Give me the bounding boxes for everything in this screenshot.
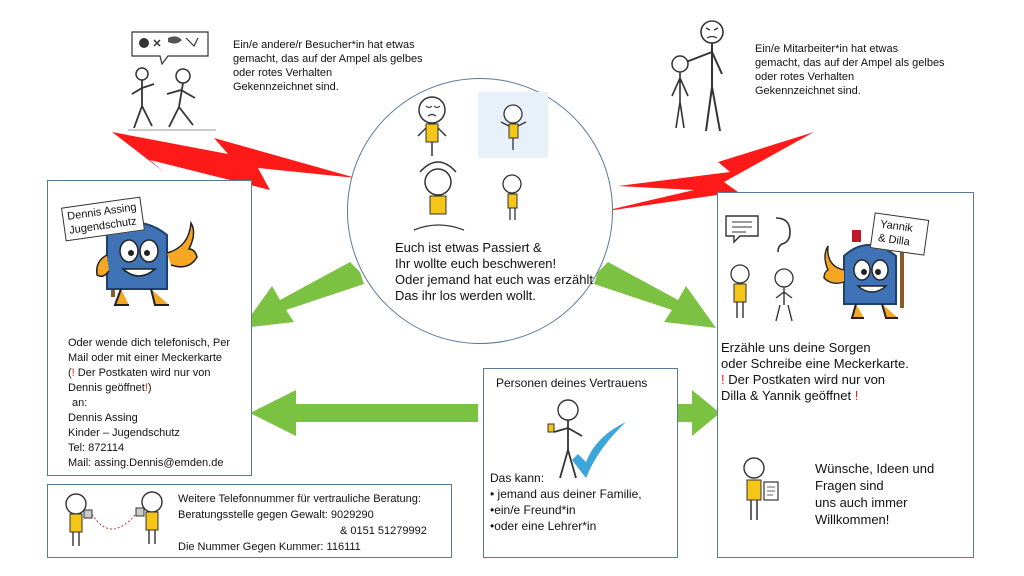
hotline-line-2: Beratungsstelle gegen Gewalt: 9029290 bbox=[178, 509, 374, 521]
contact-tel: Tel: 872114 bbox=[68, 442, 125, 454]
trust-item: • jemand aus deiner Familie, bbox=[490, 487, 642, 501]
center-line: Euch ist etwas Passiert & bbox=[395, 240, 542, 255]
center-text: Euch ist etwas Passiert & Ihr wollte euc… bbox=[395, 240, 593, 304]
center-illustrations bbox=[410, 92, 550, 232]
trust-item: •ein/e Freund*in bbox=[490, 503, 576, 517]
lightning-left-icon bbox=[112, 132, 356, 190]
left-text-line: (! Der Postkaten wird nur von bbox=[68, 367, 211, 379]
arrow-to-right-box-icon bbox=[594, 262, 716, 328]
wishes-line: uns auch immer bbox=[815, 495, 908, 510]
wishes-line: Fragen sind bbox=[815, 478, 884, 493]
trust-figure bbox=[530, 398, 630, 482]
center-line: Oder jemand hat euch was erzählt bbox=[395, 272, 593, 287]
phone-figures bbox=[58, 490, 168, 550]
left-box-text: Oder wende dich telefonisch, Per Mail od… bbox=[68, 336, 230, 471]
wishes-line: Willkommen! bbox=[815, 512, 890, 527]
mailbox-mascot bbox=[95, 205, 215, 315]
wishes-text: Wünsche, Ideen und Fragen sind uns auch … bbox=[815, 460, 934, 528]
contact-name: Dennis Assing bbox=[68, 412, 138, 424]
left-text-line: Dennis geöffnet!) bbox=[68, 382, 152, 394]
mailbox-mascot-icon bbox=[823, 224, 904, 319]
tin-can-phone-icon bbox=[65, 491, 163, 546]
hotline-line-4: Die Nummer Gegen Kummer: 116111 bbox=[178, 541, 361, 553]
writing-figure-icon bbox=[743, 457, 779, 520]
mailbox-mascot-icon bbox=[95, 205, 198, 306]
trust-item: •oder eine Lehrer*in bbox=[490, 519, 597, 533]
right-text-line: ! Der Postkaten wird nur von bbox=[721, 372, 886, 387]
idea-figure bbox=[736, 456, 786, 526]
speech-and-ear-icon bbox=[725, 215, 794, 322]
mailbox-mascot-right bbox=[822, 224, 922, 328]
contact-dept: Kinder – Jugendschutz bbox=[68, 427, 180, 439]
lightning-right-icon bbox=[600, 132, 814, 212]
hotline-line-1: Weitere Telefonnummer für vertrauliche B… bbox=[178, 493, 421, 505]
yannik-dilla-sign: Yannik & Dilla bbox=[869, 212, 930, 256]
fight-illustration bbox=[128, 28, 218, 133]
left-text-line: Oder wende dich telefonisch, Per bbox=[68, 337, 231, 349]
left-text-line: an: bbox=[72, 397, 88, 409]
contact-mail: Mail: assing.Dennis@emden.de bbox=[68, 457, 224, 469]
crying-figures-icon bbox=[413, 92, 548, 231]
right-box-text: Erzähle uns deine Sorgen oder Schreibe e… bbox=[721, 340, 909, 404]
center-line: Das ihr los werden wollt. bbox=[395, 288, 536, 303]
angry-staff-icon bbox=[671, 20, 724, 132]
hotline-line-3: & 0151 51279992 bbox=[340, 525, 427, 537]
right-text-line: Dilla & Yannik geöffnet ! bbox=[721, 388, 859, 403]
trust-intro: Das kann: bbox=[490, 471, 545, 485]
top-right-description: Ein/e Mitarbeiter*in hat etwas gemacht, … bbox=[755, 43, 945, 97]
hotline-box bbox=[47, 484, 452, 558]
right-text-line: Erzähle uns deine Sorgen bbox=[721, 340, 871, 355]
arrow-trust-to-right-icon bbox=[674, 390, 720, 436]
trust-title: Personen deines Vertrauens bbox=[496, 376, 648, 390]
wishes-line: Wünsche, Ideen und bbox=[815, 461, 935, 476]
fight-scene-icon bbox=[128, 31, 216, 131]
talk-listen-figures bbox=[722, 212, 812, 330]
trust-list: Das kann: • jemand aus deiner Familie, •… bbox=[490, 470, 642, 534]
exclamation-mark: ! bbox=[854, 388, 859, 403]
left-contact-box bbox=[47, 180, 252, 476]
arrow-trust-to-left-icon bbox=[250, 390, 478, 436]
exclamation-mark: ! bbox=[721, 372, 725, 387]
arrow-to-left-box-icon bbox=[242, 262, 364, 328]
thumbs-up-check-icon bbox=[547, 399, 626, 479]
center-line: Ihr wollte euch beschweren! bbox=[395, 256, 557, 271]
top-left-description: Ein/e andere/r Besucher*in hat etwas gem… bbox=[233, 39, 423, 93]
staff-illustration bbox=[660, 18, 740, 138]
right-text-line: oder Schreibe eine Meckerkarte. bbox=[721, 356, 909, 371]
exclamation-mark: ! bbox=[71, 367, 75, 379]
exclamation-mark: ! bbox=[144, 382, 148, 394]
left-text-line: Mail oder mit einer Meckerkarte bbox=[68, 352, 223, 364]
